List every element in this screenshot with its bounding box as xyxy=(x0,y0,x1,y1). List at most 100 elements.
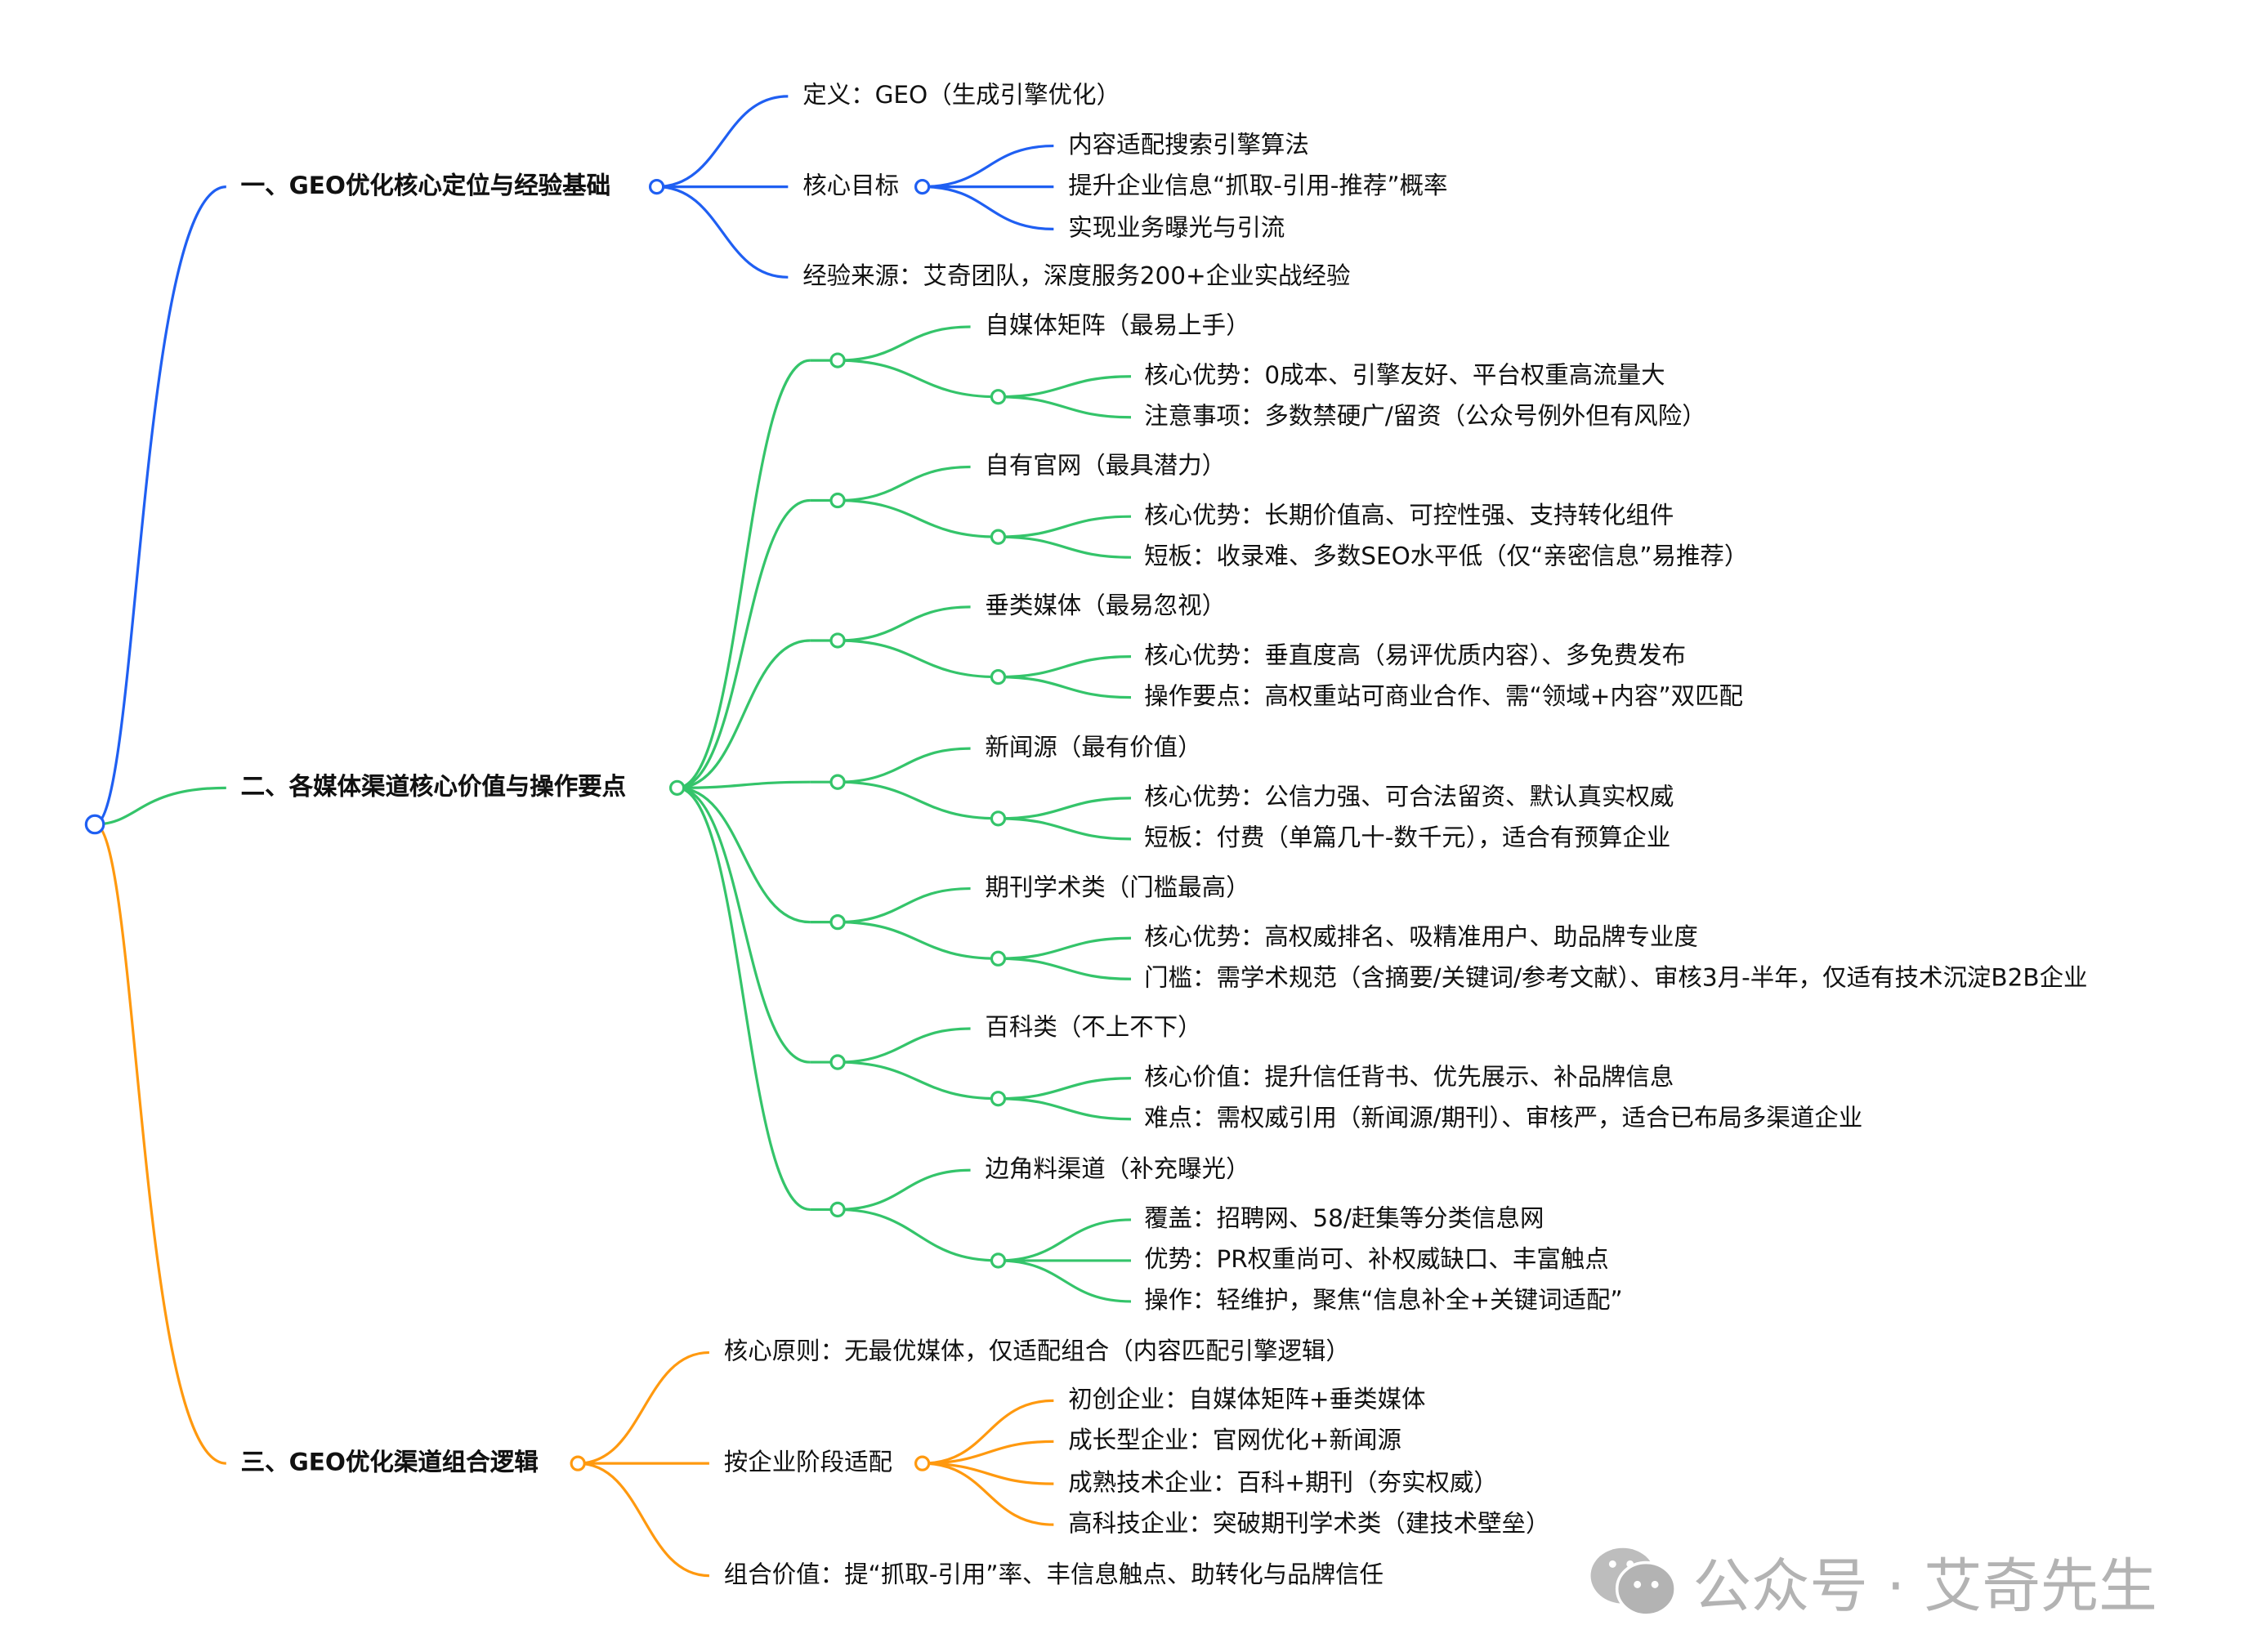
root-node[interactable] xyxy=(84,814,105,835)
connector-line xyxy=(998,936,1131,960)
watermark: 公众号 · 艾奇先生 xyxy=(1588,1539,2157,1624)
connector-line xyxy=(838,1060,999,1101)
connector-line xyxy=(677,498,811,789)
section-1-title[interactable]: 一、GEO优化核心定位与经验基础 xyxy=(240,172,611,199)
channel-title[interactable]: 边角料渠道（补充曝光） xyxy=(985,1154,1250,1183)
connector-line xyxy=(998,655,1131,679)
connector-line xyxy=(998,375,1131,399)
channel-detail[interactable]: 操作要点：高权重站可商业合作、需“领域+内容”双匹配 xyxy=(1144,682,1743,710)
collapse-toggle[interactable] xyxy=(829,1054,846,1070)
node-stage-item[interactable]: 成熟技术企业：百科+期刊（夯实权威） xyxy=(1068,1468,1498,1497)
collapse-toggle[interactable] xyxy=(829,1201,846,1218)
channel-detail[interactable]: 核心优势：高权威排名、吸精准用户、助品牌专业度 xyxy=(1144,922,1698,951)
channel-detail[interactable]: 覆盖：招聘网、58/赶集等分类信息网 xyxy=(1144,1204,1545,1233)
node-combo-value[interactable]: 组合价值：提“抓取-引用”率、丰信息触点、助转化与品牌信任 xyxy=(723,1560,1384,1589)
node-stage-item[interactable]: 高科技企业：突破期刊学术类（建技术壁垒） xyxy=(1068,1509,1550,1538)
connector-line xyxy=(922,1462,1054,1485)
node-experience[interactable]: 经验来源：艾奇团队，深度服务200+企业实战经验 xyxy=(802,261,1351,290)
connector-line xyxy=(998,395,1131,419)
connector-line xyxy=(922,1399,1054,1465)
collapse-toggle[interactable] xyxy=(668,779,686,796)
channel-detail[interactable]: 核心优势：0成本、引擎友好、平台权重高流量大 xyxy=(1144,361,1665,390)
connector-line xyxy=(677,786,811,1212)
connector-line xyxy=(838,886,971,924)
channel-detail[interactable]: 门槛：需学术规范（含摘要/关键词/参考文献）、审核3月-半年，仅适有技术沉淀B2… xyxy=(1144,963,2088,992)
channel-detail[interactable]: 难点：需权威引用（新闻源/期刊）、审核严，适合已布局多渠道企业 xyxy=(1144,1104,1863,1132)
collapse-toggle[interactable] xyxy=(829,774,846,790)
collapse-toggle[interactable] xyxy=(990,810,1007,827)
collapse-toggle[interactable] xyxy=(990,1091,1007,1107)
node-goal-item[interactable]: 实现业务曝光与引流 xyxy=(1068,213,1285,242)
node-goal-item[interactable]: 内容适配搜索引擎算法 xyxy=(1068,131,1309,159)
connector-line xyxy=(677,786,811,924)
channel-detail[interactable]: 优势：PR权重尚可、补权威缺口、丰富触点 xyxy=(1144,1245,1609,1274)
watermark-text: 公众号 · 艾奇先生 xyxy=(1692,1553,2157,1622)
node-goal-item[interactable]: 提升企业信息“抓取-引用-推荐”概率 xyxy=(1068,172,1448,199)
channel-detail[interactable]: 短板：付费（单篇几十-数千元），适合有预算企业 xyxy=(1144,824,1671,852)
connector-line xyxy=(998,817,1131,841)
collapse-toggle[interactable] xyxy=(829,352,846,368)
connector-line xyxy=(578,1351,709,1465)
connector-line xyxy=(998,1077,1131,1101)
connector-line xyxy=(677,639,811,789)
connector-line xyxy=(998,1218,1131,1262)
collapse-toggle[interactable] xyxy=(570,1455,586,1471)
channel-title[interactable]: 垂类媒体（最易忽视） xyxy=(985,592,1227,620)
collapse-toggle[interactable] xyxy=(990,950,1007,967)
channel-detail[interactable]: 核心价值：提升信任背书、优先展示、补品牌信息 xyxy=(1144,1063,1674,1092)
connector-line xyxy=(838,780,999,820)
connector-line xyxy=(677,786,811,1064)
channel-detail[interactable]: 操作：轻维护，聚焦“信息补全+关键词适配” xyxy=(1144,1286,1623,1315)
node-stage-item[interactable]: 成长型企业：官网优化+新闻源 xyxy=(1068,1426,1401,1454)
connector-line xyxy=(998,535,1131,559)
connector-line xyxy=(838,921,999,960)
channel-title[interactable]: 自媒体矩阵（最易上手） xyxy=(985,311,1250,340)
channel-title[interactable]: 自有官网（最具潜力） xyxy=(985,451,1227,480)
node-stage-fit[interactable]: 按企业阶段适配 xyxy=(723,1448,893,1476)
collapse-toggle[interactable] xyxy=(914,178,931,195)
root-connector xyxy=(95,786,226,826)
node-principle[interactable]: 核心原则：无最优媒体，仅适配组合（内容匹配引擎逻辑） xyxy=(723,1337,1350,1365)
channel-detail[interactable]: 注意事项：多数禁硬广/留资（公众号例外但有风险） xyxy=(1144,402,1706,431)
collapse-toggle[interactable] xyxy=(990,529,1007,545)
collapse-toggle[interactable] xyxy=(648,178,665,195)
section-2-title[interactable]: 二、各媒体渠道核心价值与操作要点 xyxy=(240,772,627,801)
node-definition[interactable]: 定义：GEO（生成引擎优化） xyxy=(802,81,1120,109)
connector-line xyxy=(838,465,971,502)
channel-title[interactable]: 百科类（不上不下） xyxy=(985,1013,1202,1042)
connector-line xyxy=(838,359,999,399)
connector-line xyxy=(677,359,811,789)
collapse-toggle[interactable] xyxy=(914,1455,931,1471)
connector-line xyxy=(998,957,1131,980)
connector-line xyxy=(998,676,1131,699)
connector-line xyxy=(838,1027,971,1064)
channel-title[interactable]: 期刊学术类（门槛最高） xyxy=(985,873,1250,901)
channel-detail[interactable]: 核心优势：公信力强、可合法留资、默认真实权威 xyxy=(1144,783,1674,811)
connector-line xyxy=(998,797,1131,820)
connector-line xyxy=(838,605,971,642)
root-connector xyxy=(94,823,226,1465)
collapse-toggle[interactable] xyxy=(829,913,846,931)
collapse-toggle[interactable] xyxy=(990,389,1007,405)
channel-detail[interactable]: 短板：收录难、多数SEO水平低（仅“亲密信息”易推荐） xyxy=(1144,542,1749,570)
connector-line xyxy=(998,515,1131,538)
connector-line xyxy=(656,185,789,279)
section-3-title[interactable]: 三、GEO优化渠道组合逻辑 xyxy=(240,1448,539,1476)
connector-line xyxy=(656,95,789,189)
collapse-toggle[interactable] xyxy=(829,492,846,509)
channel-detail[interactable]: 核心优势：垂直度高（易评优质内容）、多免费发布 xyxy=(1144,641,1687,669)
channel-title[interactable]: 新闻源（最有价值） xyxy=(985,733,1202,761)
node-core-goal[interactable]: 核心目标 xyxy=(802,172,900,199)
node-stage-item[interactable]: 初创企业：自媒体矩阵+垂类媒体 xyxy=(1068,1385,1426,1413)
connector-line xyxy=(998,1259,1131,1303)
collapse-toggle[interactable] xyxy=(829,632,846,649)
connector-line xyxy=(677,780,811,789)
connector-line xyxy=(838,747,971,784)
collapse-toggle[interactable] xyxy=(990,668,1007,685)
connector-line xyxy=(838,325,971,362)
connector-line xyxy=(922,1462,1054,1526)
connector-line xyxy=(838,1208,999,1262)
collapse-toggle[interactable] xyxy=(990,1252,1007,1269)
channel-detail[interactable]: 核心优势：长期价值高、可控性强、支持转化组件 xyxy=(1144,501,1674,529)
